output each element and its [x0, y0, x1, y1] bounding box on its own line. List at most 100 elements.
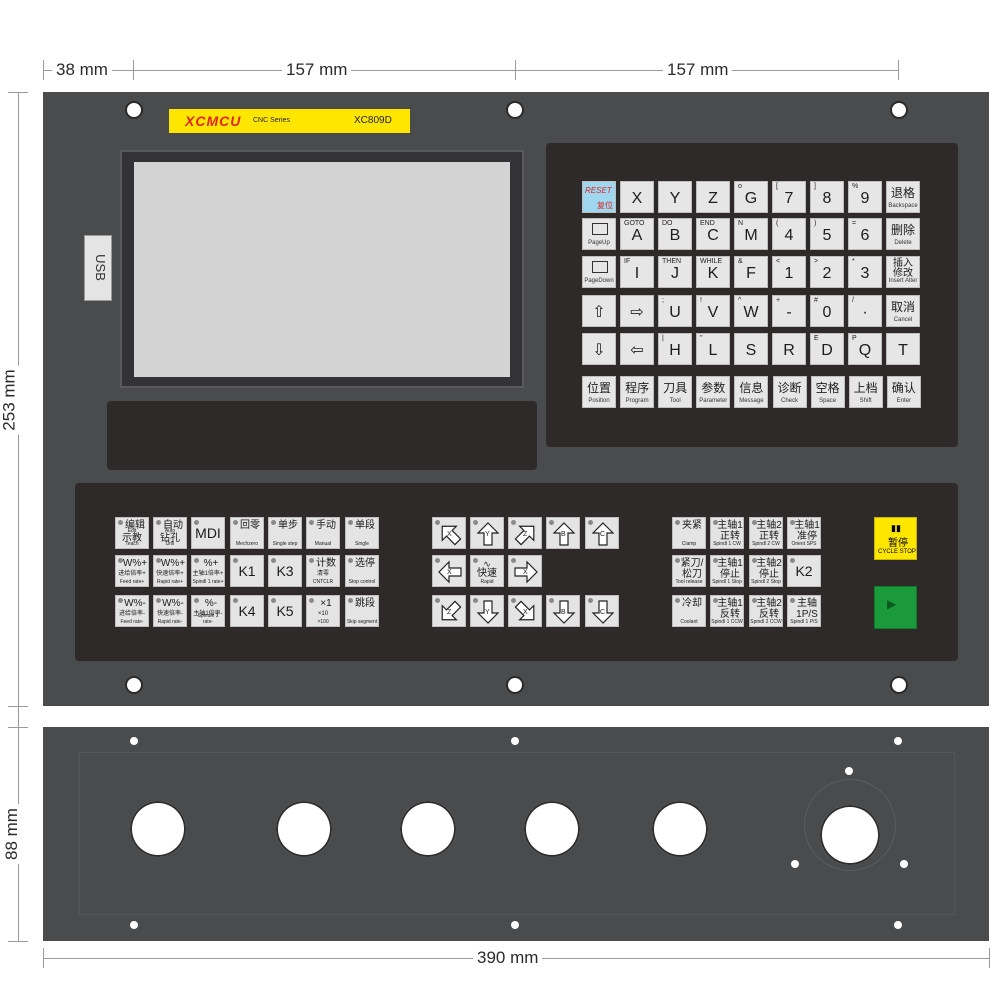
- mode-key-row3-5[interactable]: ×1×10×100: [306, 595, 340, 627]
- mode-key-row1-2[interactable]: MDI: [191, 517, 225, 549]
- key-row2-5[interactable]: )5: [810, 218, 844, 250]
- key-row1-1[interactable]: Y: [658, 181, 692, 213]
- key-row3-4[interactable]: <1: [772, 256, 806, 288]
- key-row5-2[interactable]: S: [734, 333, 768, 365]
- axis-key-minus-4[interactable]: C: [585, 595, 619, 627]
- key-row5-0[interactable]: |H: [658, 333, 692, 365]
- key-row1-6[interactable]: %9: [848, 181, 882, 213]
- key-row1-5[interactable]: ]8: [810, 181, 844, 213]
- key-row4-0[interactable]: ;U: [658, 295, 692, 327]
- key-row5-1[interactable]: "L: [696, 333, 730, 365]
- key-row2-6[interactable]: =6: [848, 218, 882, 250]
- mode-key-row3-3[interactable]: K4: [230, 595, 264, 627]
- axis-key-minus-1[interactable]: Y: [470, 595, 504, 627]
- axis-key-plus-1[interactable]: Y: [470, 517, 504, 549]
- axis-key-plus-3[interactable]: B: [546, 517, 580, 549]
- axis-key-x-plus[interactable]: X: [508, 555, 542, 587]
- key-row1-0[interactable]: X: [620, 181, 654, 213]
- key-row4-4[interactable]: #0: [810, 295, 844, 327]
- cursor-down-key[interactable]: ⇩: [582, 333, 616, 365]
- page-icon-key[interactable]: PageUp: [582, 218, 616, 250]
- cursor-right-key[interactable]: ⇨: [620, 295, 654, 327]
- spindle-key-row2-3[interactable]: K2: [787, 555, 821, 587]
- reset-key[interactable]: RESET 复位: [582, 181, 616, 213]
- axis-key-plus-4[interactable]: C: [585, 517, 619, 549]
- key-row2-4[interactable]: (4: [772, 218, 806, 250]
- mode-key-row3-1[interactable]: W%-快速倍率-Rapid rate-: [153, 595, 187, 627]
- mode-key-row3-0[interactable]: W%-进给倍率-Feed rate-: [115, 595, 149, 627]
- key-row5-6[interactable]: T: [886, 333, 920, 365]
- axis-key-minus-0[interactable]: Z: [432, 595, 466, 627]
- axis-key-minus-2[interactable]: X: [508, 595, 542, 627]
- axis-key-plus-2[interactable]: Z: [508, 517, 542, 549]
- axis-key-minus-3[interactable]: B: [546, 595, 580, 627]
- axis-key-plus-0[interactable]: X: [432, 517, 466, 549]
- mode-key-row2-2[interactable]: %+主轴1倍率+Spindl 1 rate+: [191, 555, 225, 587]
- mode-key-row2-0[interactable]: W%+进给倍率+Feed rate+: [115, 555, 149, 587]
- mode-key-row2-1[interactable]: W%+快速倍率+Rapid rate+: [153, 555, 187, 587]
- page-down-key[interactable]: PageDown: [582, 256, 616, 288]
- axis-key-x-minus[interactable]: X: [432, 555, 466, 587]
- cycle-start-button[interactable]: ▶: [874, 586, 917, 629]
- usb-port[interactable]: USB: [84, 235, 112, 301]
- cycle-stop-button[interactable]: ▮▮ 暂停 CYCLE STOP: [874, 517, 917, 560]
- key-row4-3[interactable]: +-: [772, 295, 806, 327]
- key-row4-2[interactable]: ^W: [734, 295, 768, 327]
- mode-key-row2-4[interactable]: K3: [268, 555, 302, 587]
- key-row3-3[interactable]: &F: [734, 256, 768, 288]
- mode-key-row3-2[interactable]: %-主轴1倍率-Spindle 1 rate-: [191, 595, 225, 627]
- cursor-up-key[interactable]: ⇧: [582, 295, 616, 327]
- key-row5-3[interactable]: R: [772, 333, 806, 365]
- cursor-left-key[interactable]: ⇦: [620, 333, 654, 365]
- key-row4-1[interactable]: !V: [696, 295, 730, 327]
- key-row1-4[interactable]: [7: [772, 181, 806, 213]
- key-row4-5[interactable]: /·: [848, 295, 882, 327]
- key-row1-2[interactable]: Z: [696, 181, 730, 213]
- mode-key-row2-3[interactable]: K1: [230, 555, 264, 587]
- mode-key-row3-4[interactable]: K5: [268, 595, 302, 627]
